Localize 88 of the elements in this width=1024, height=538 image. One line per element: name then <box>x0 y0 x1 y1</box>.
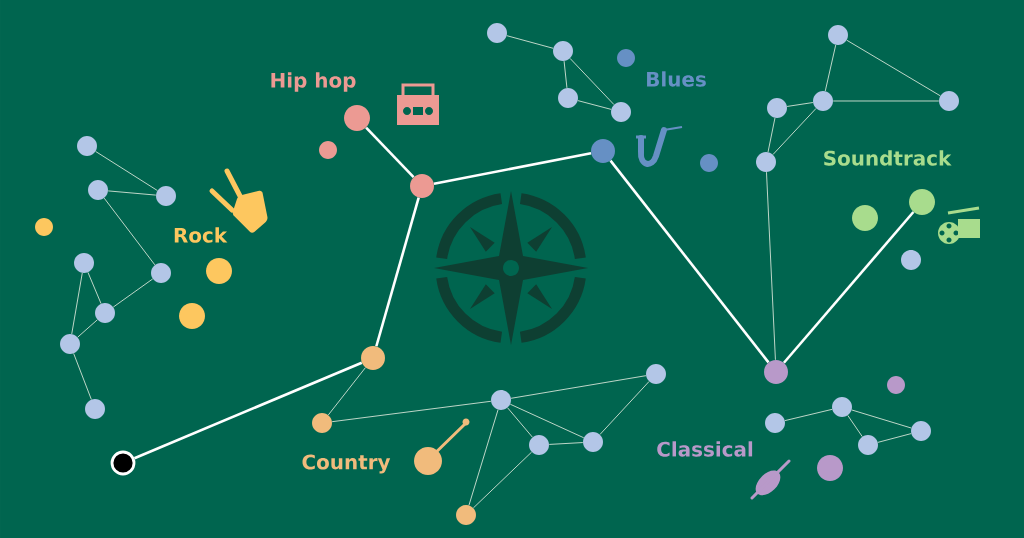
constellation-dot <box>110 450 136 476</box>
constellation-line <box>506 35 554 49</box>
constellation-line <box>365 126 415 179</box>
constellation-dot <box>813 91 833 111</box>
constellation-line <box>767 117 776 153</box>
constellation-dot <box>206 258 232 284</box>
constellation-line <box>846 39 941 97</box>
constellation-line <box>832 100 940 102</box>
constellation-dot <box>817 455 843 481</box>
constellation-line <box>327 367 366 416</box>
constellation-dot <box>756 152 776 172</box>
constellation-line <box>73 353 92 400</box>
constellation-dot <box>611 102 631 122</box>
constellation-line <box>772 107 817 156</box>
constellation-line <box>107 190 157 196</box>
constellation-dot <box>909 189 935 215</box>
constellation-line <box>331 400 492 423</box>
constellation-line <box>103 197 156 266</box>
constellation-dot <box>901 250 921 270</box>
constellation-line <box>563 60 568 89</box>
constellation-dot <box>764 360 788 384</box>
constellation-line <box>851 409 912 429</box>
constellation-dot <box>74 253 94 273</box>
constellation-dot <box>700 154 718 172</box>
constellation-line <box>87 271 102 305</box>
constellation-line <box>784 408 833 422</box>
constellation-line <box>77 319 98 338</box>
constellation-line <box>509 403 585 439</box>
constellation-line <box>133 361 363 460</box>
genre-label: Hip hop <box>271 72 356 92</box>
constellation-dot <box>410 174 434 198</box>
constellation-line <box>95 150 158 192</box>
constellation-dot <box>151 263 171 283</box>
genre-label: Rock <box>174 227 228 243</box>
constellation-dot <box>77 136 97 156</box>
constellation-line <box>609 159 770 364</box>
constellation-dot <box>828 25 848 45</box>
constellation-line <box>548 442 584 445</box>
constellation-dot <box>35 218 53 236</box>
genre-label: Country <box>302 454 391 474</box>
constellation-line <box>824 44 837 92</box>
constellation-dot <box>319 141 337 159</box>
constellation-dot <box>558 88 578 108</box>
constellation-dot <box>344 105 370 131</box>
constellation-dot <box>765 413 785 433</box>
genre-label: Blues <box>647 71 706 87</box>
constellation-line <box>433 152 592 185</box>
constellation-dot <box>487 23 507 43</box>
constellation-dot <box>646 364 666 384</box>
genre-label: Soundtrack <box>824 150 952 166</box>
constellation-line <box>569 57 615 106</box>
constellation-dot <box>617 49 635 67</box>
constellation-line <box>510 375 647 399</box>
constellation-line <box>507 407 533 438</box>
constellation-dot <box>858 435 878 455</box>
constellation-dot <box>156 186 176 206</box>
constellation-line <box>786 102 814 107</box>
constellation-dot <box>939 91 959 111</box>
constellation-dot <box>456 505 476 525</box>
constellation-dot <box>767 98 787 118</box>
constellation-line <box>782 211 915 364</box>
constellation-line <box>71 272 83 335</box>
constellation-dot <box>85 399 105 419</box>
constellation-line <box>472 451 533 509</box>
constellation-dot <box>887 376 905 394</box>
constellation-line <box>468 409 499 506</box>
constellation-dot <box>583 432 603 452</box>
constellation-line <box>577 100 612 110</box>
constellation-line <box>375 197 420 347</box>
constellation-dot <box>179 303 205 329</box>
constellation-dot <box>832 397 852 417</box>
constellation-dot <box>88 180 108 200</box>
constellation-dot <box>591 139 615 163</box>
constellation-dot <box>852 205 878 231</box>
genre-label: Classical <box>657 441 753 457</box>
constellation-line <box>112 278 154 308</box>
constellation-dot <box>312 413 332 433</box>
constellation-dot <box>95 303 115 323</box>
constellation-line <box>766 171 776 361</box>
constellation-dot <box>529 435 549 455</box>
constellation-dot <box>553 41 573 61</box>
constellation-dot <box>491 390 511 410</box>
constellation-line <box>877 433 912 443</box>
constellation-dot <box>60 334 80 354</box>
constellation-line <box>599 380 650 435</box>
constellation-dot <box>361 346 385 370</box>
constellation-dot <box>911 421 931 441</box>
constellation-line <box>847 414 863 438</box>
